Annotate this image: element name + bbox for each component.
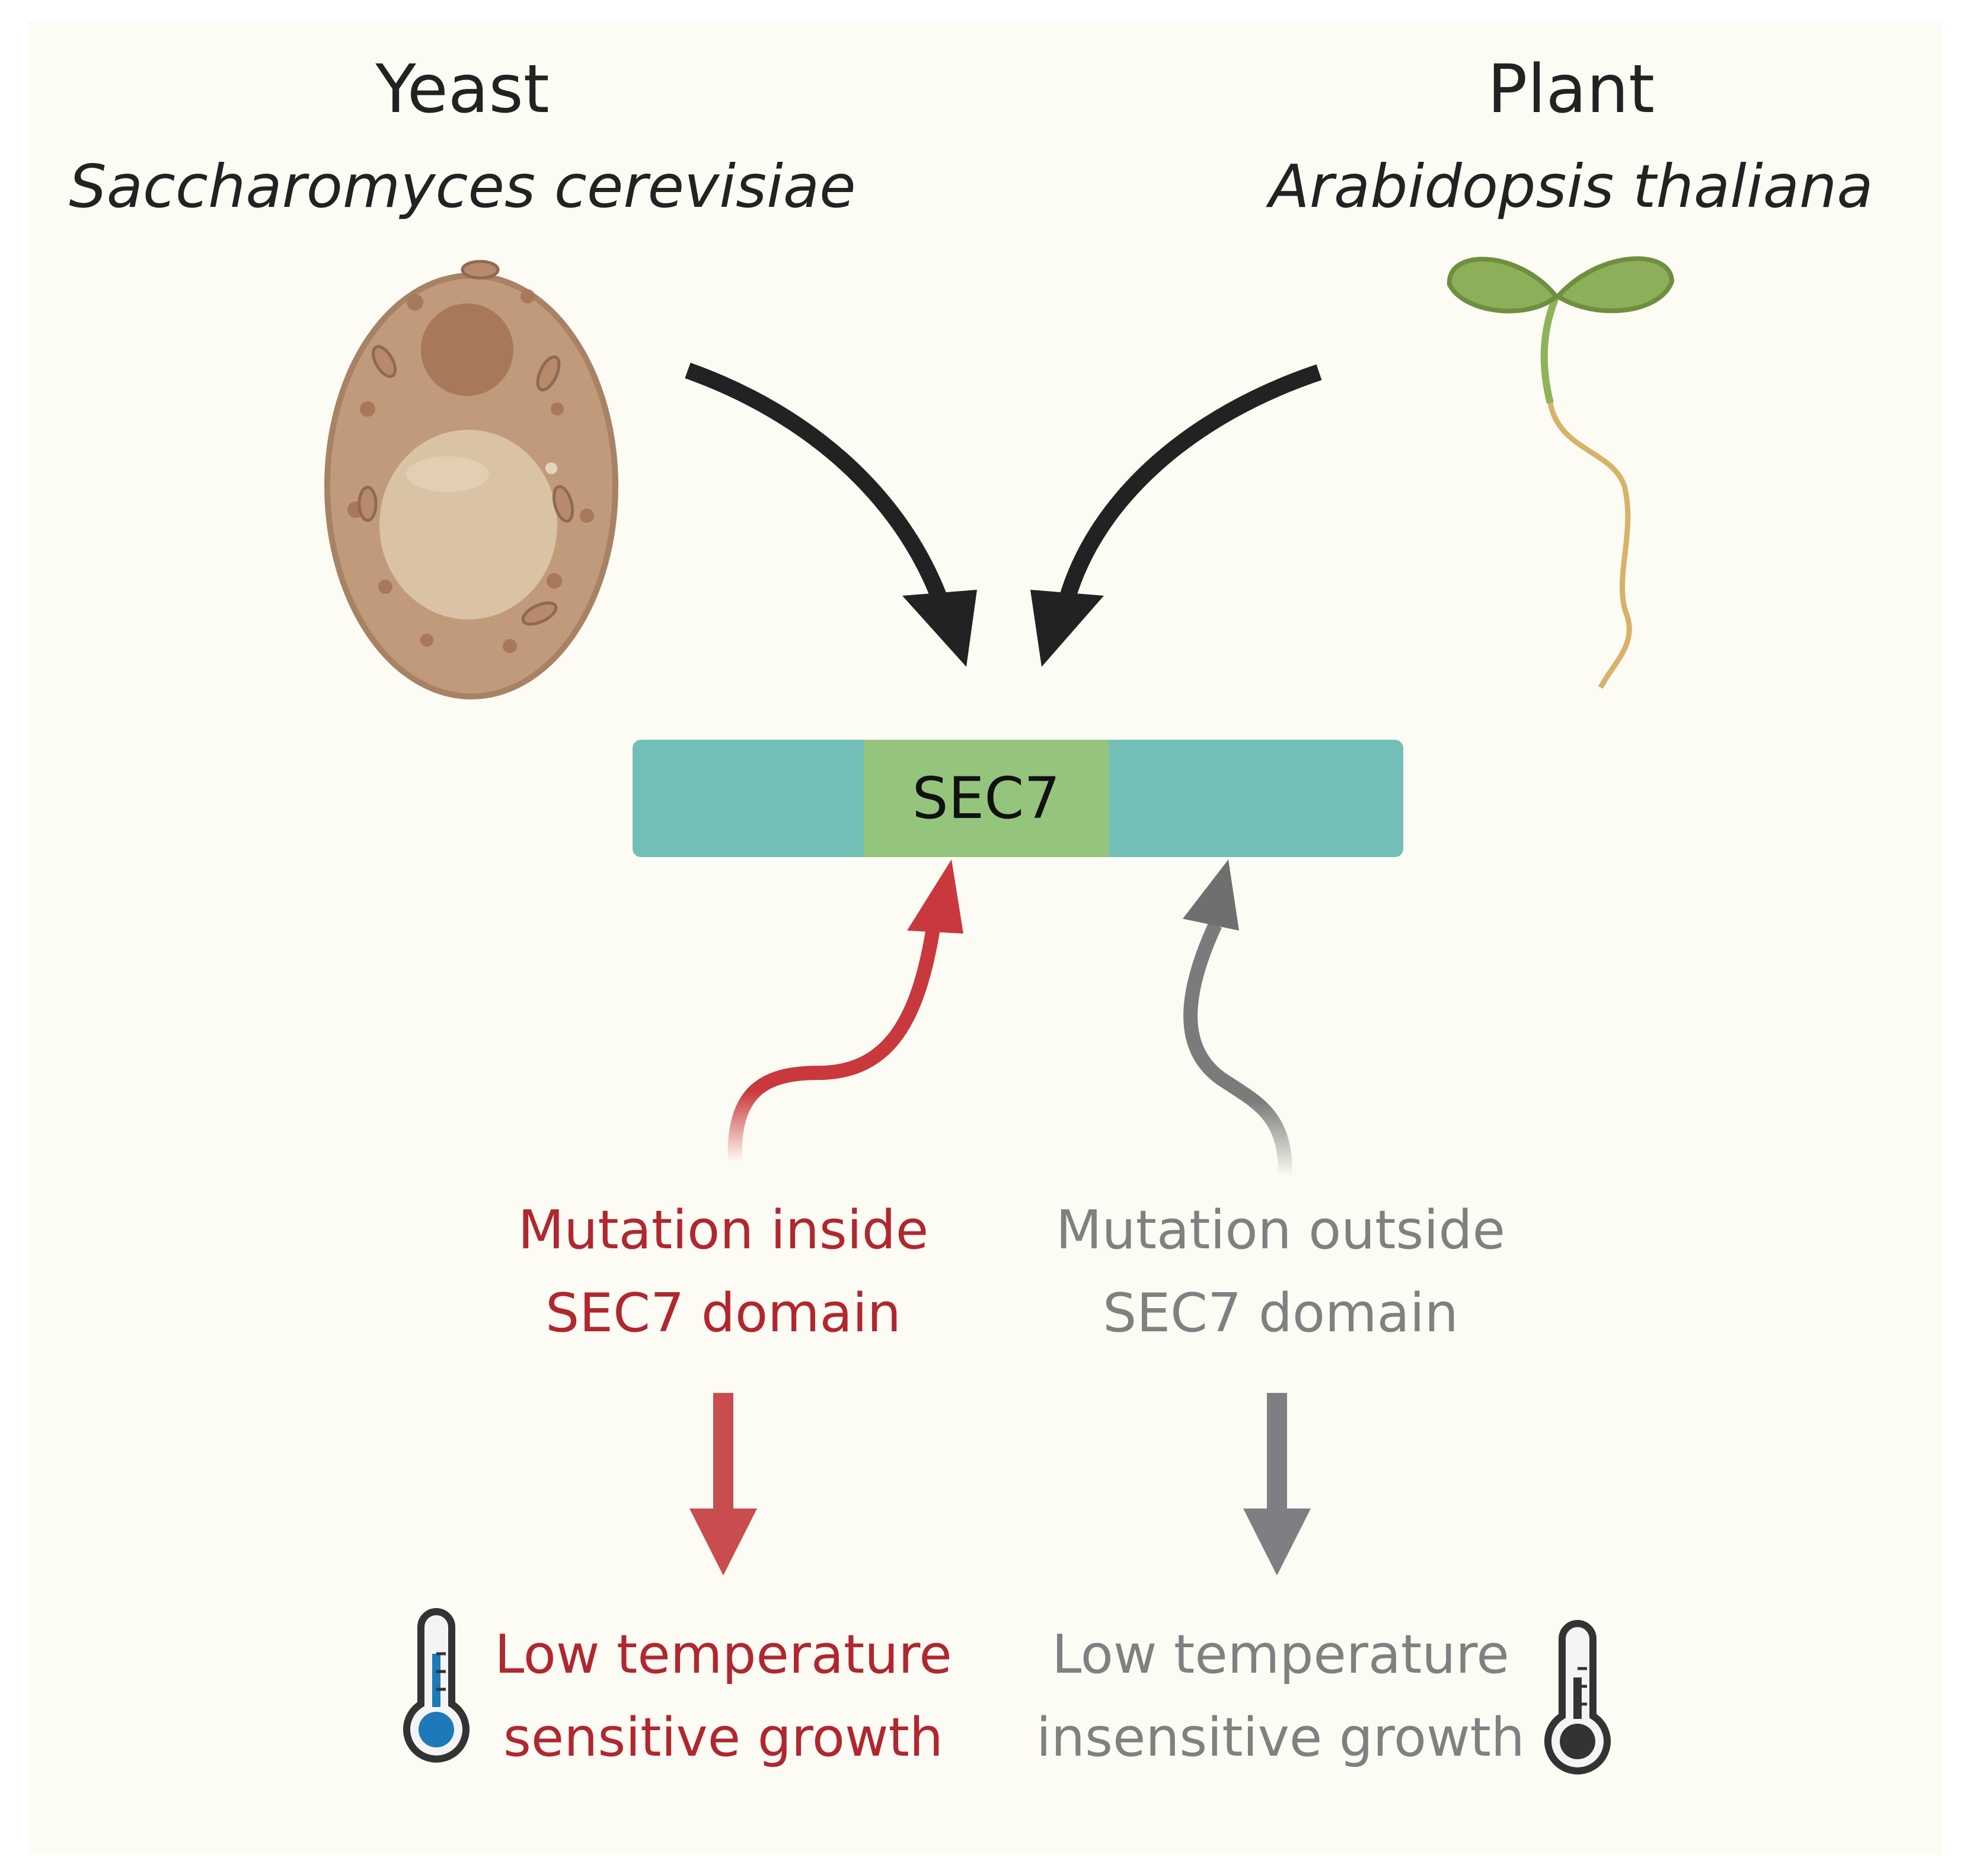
phenotype-sensitive-line1: Low temperature bbox=[494, 1623, 952, 1686]
protein-bar bbox=[633, 740, 1403, 857]
phenotype-insensitive-line2: insensitive growth bbox=[1036, 1706, 1525, 1769]
mutation-outside-line2: SEC7 domain bbox=[1103, 1282, 1458, 1344]
mutation-inside-line2: SEC7 domain bbox=[545, 1282, 901, 1344]
thermometer-cold-icon bbox=[403, 1608, 470, 1763]
plant-species: Arabidopsis thaliana bbox=[1269, 152, 1873, 221]
seedling-icon bbox=[1447, 256, 1675, 689]
plant-to-sec7-arrow bbox=[1030, 364, 1322, 667]
mutation-inside-arrow bbox=[727, 859, 963, 1162]
thermometer-neutral-icon bbox=[1544, 1620, 1611, 1775]
phenotype-insensitive-line1: Low temperature bbox=[1052, 1623, 1509, 1686]
inside-to-phenotype-arrow bbox=[689, 1393, 757, 1575]
yeast-title: Yeast bbox=[375, 51, 550, 128]
mutation-outside-line1: Mutation outside bbox=[1056, 1199, 1505, 1261]
yeast-to-sec7-arrow bbox=[685, 362, 977, 667]
sec7-domain-label: SEC7 bbox=[912, 765, 1061, 832]
outside-to-phenotype-arrow bbox=[1243, 1393, 1311, 1575]
yeast-cell-icon bbox=[324, 260, 618, 699]
plant-title: Plant bbox=[1487, 51, 1655, 128]
mutation-outside-arrow bbox=[1183, 859, 1293, 1177]
yeast-species: Saccharomyces cerevisiae bbox=[69, 152, 856, 221]
mutation-inside-line1: Mutation inside bbox=[518, 1199, 929, 1261]
figure-panel bbox=[28, 21, 1942, 1855]
phenotype-sensitive-line2: sensitive growth bbox=[503, 1706, 943, 1769]
